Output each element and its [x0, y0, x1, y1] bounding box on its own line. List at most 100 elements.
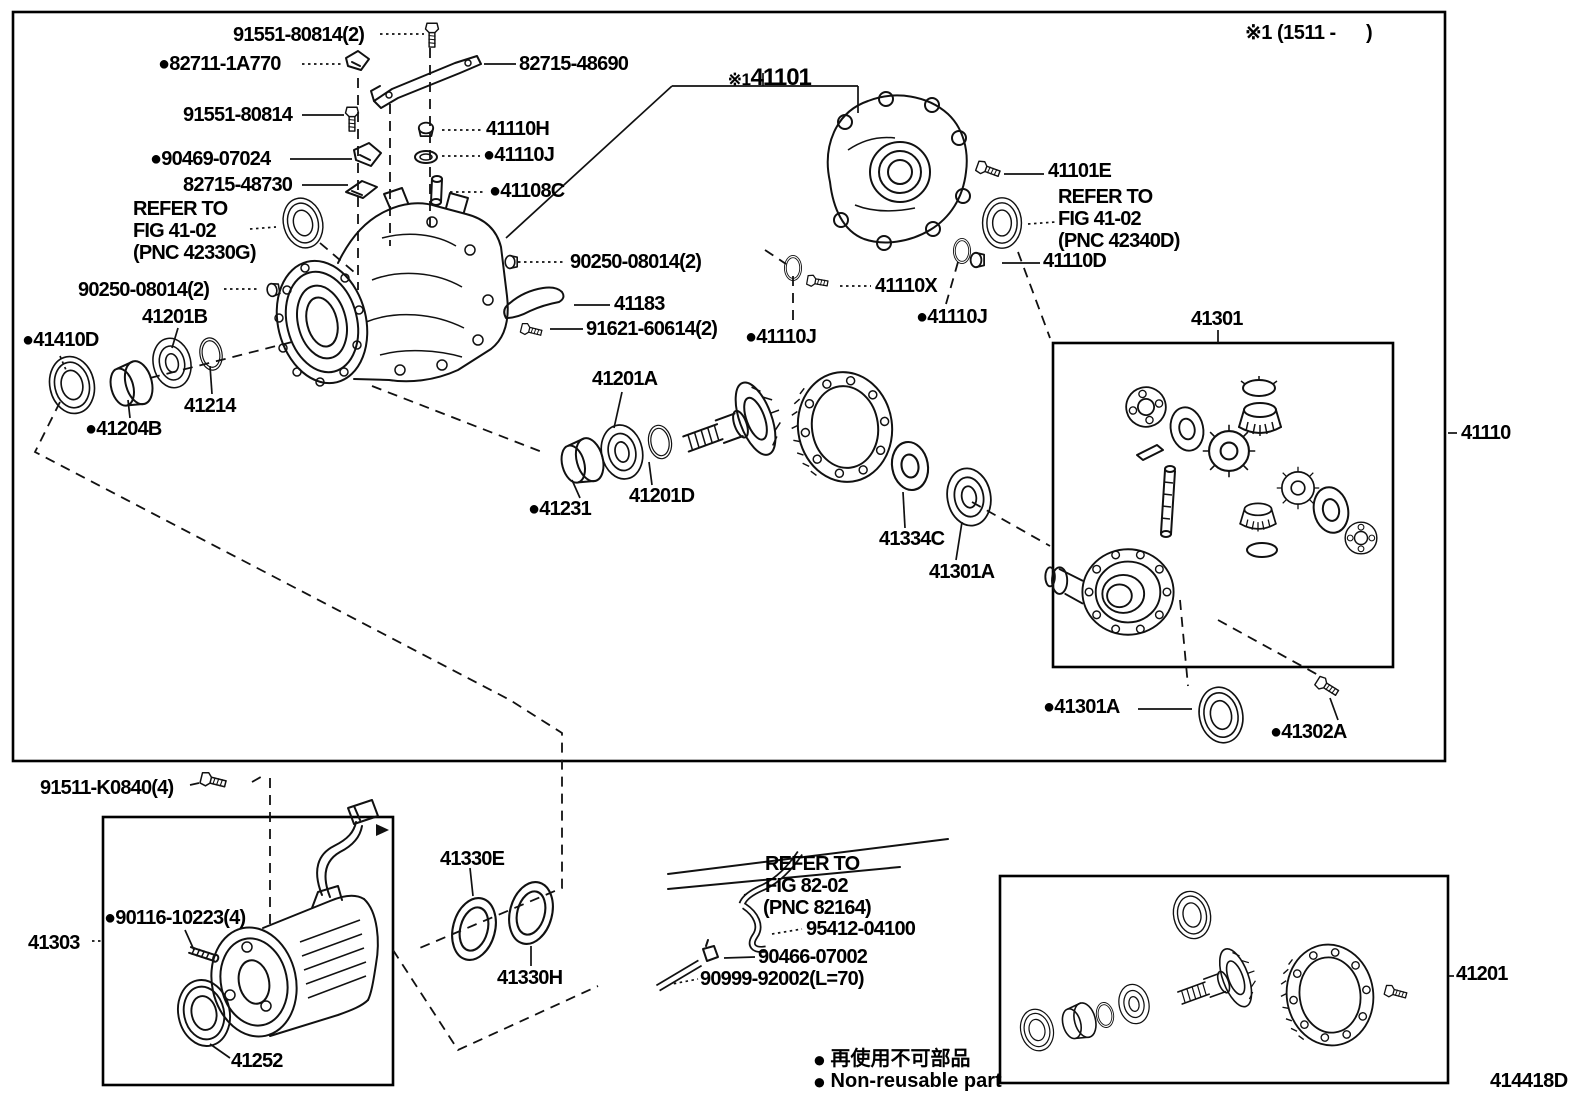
label-41204b: ●41204B: [85, 418, 162, 440]
label-41301a: 41301A: [929, 561, 995, 583]
bearing-41301a-side: [941, 463, 997, 531]
washer-41334c: [887, 438, 933, 494]
gasket-41110j-right: [953, 237, 971, 265]
legend-non-reusable-en: ● Non-reusable part: [795, 1051, 1002, 1099]
figure-code: 414418D: [1490, 1070, 1568, 1092]
oil-seal-41410d: [43, 351, 101, 419]
clamp-82711-drawing: [345, 50, 370, 71]
applicability-note: ※1 (1511 - ): [1245, 22, 1373, 44]
label-91621-60614: 91621-60614(2): [586, 318, 718, 340]
legend-jp-text: 再使用不可部品: [830, 1048, 971, 1070]
label-90116-10223: ●90116-10223(4): [104, 907, 246, 929]
bolt-91621: [519, 321, 544, 339]
label-41330e: 41330E: [440, 848, 505, 870]
drive-pinion-gear: [672, 373, 794, 481]
plug-41110x: [805, 273, 830, 290]
label-82711-1a770: ●82711-1A770: [158, 53, 281, 75]
ring: [1093, 1000, 1117, 1030]
oil-receiver-41183: [503, 286, 565, 319]
label-91511-k0840: 91511-K0840(4): [40, 777, 174, 799]
arrow-icon: [376, 824, 389, 836]
side-gear-2: [1344, 521, 1378, 555]
label-refer-to-bottom: REFER TO: [765, 853, 860, 875]
hose-clamp-90466: [702, 939, 719, 962]
bracket-82715-48730-drawing: [345, 180, 378, 199]
label-41301a-seal: ●41301A: [1043, 696, 1120, 718]
lock-pin: [1136, 444, 1164, 461]
ring-41201d: [645, 422, 675, 462]
label-41252: 41252: [231, 1050, 283, 1072]
thrust-washer: [1165, 403, 1209, 455]
oil-seal-42340d: [981, 197, 1023, 249]
label-pnc-42330g: (PNC 42330G): [133, 242, 256, 264]
label-41101e: 41101E: [1048, 160, 1112, 182]
label-41110h: 41110H: [486, 118, 550, 140]
callout-number: 41101: [750, 64, 811, 91]
pinion-gear: [1201, 423, 1257, 479]
label-pnc-82164: (PNC 82164): [763, 897, 872, 919]
assembly-callout-41101: ※141101: [710, 46, 812, 110]
drive-pinion: [1168, 941, 1266, 1028]
label-41201a: 41201A: [592, 368, 658, 390]
ring-gear-bolt: [1383, 983, 1409, 1002]
label-90250-08014-left: 90250-08014(2): [78, 279, 210, 301]
final-gear-kit-box: [998, 874, 1450, 1085]
label-41110j-right: ●41110J: [916, 306, 988, 328]
differential-case: [1044, 548, 1175, 636]
main-assembly-box: [11, 10, 1447, 763]
label-41110d: 41110D: [1043, 250, 1107, 272]
bolt-41302a: [1313, 674, 1342, 699]
bevel-gear-2: [1239, 502, 1277, 533]
side-gear: [1120, 381, 1172, 433]
differential-case-kit-drawing: [1044, 376, 1378, 636]
label-41334c: 41334C: [879, 528, 945, 550]
bolt-icon: [424, 22, 440, 48]
ring-gear: [1273, 937, 1381, 1053]
label-90469-07024: ●90469-07024: [150, 148, 271, 170]
label-82715-48690: 82715-48690: [519, 53, 629, 75]
bevel-gear: [1238, 402, 1282, 437]
label-refer-to-left: REFER TO: [133, 198, 228, 220]
gear-washer-2: [1246, 542, 1278, 558]
legend-non-reusable-jp: ● 再使用不可部品: [795, 1024, 971, 1091]
label-41214: 41214: [184, 395, 236, 417]
label-41201d: 41201D: [629, 485, 695, 507]
label-41110: 41110: [1461, 422, 1511, 444]
label-fig-41-02-right: FIG 41-02: [1058, 208, 1142, 230]
label-41201b: 41201B: [142, 306, 208, 328]
label-fig-41-02-left: FIG 41-02: [133, 220, 217, 242]
bearing-41201a: [595, 420, 649, 484]
plug-90250-mid: [504, 254, 519, 270]
breather-tube-41108c-drawing: [430, 175, 443, 206]
label-41330h: 41330H: [497, 967, 563, 989]
stud-bolt-90116: [188, 946, 220, 963]
middle-small-parts: [503, 237, 971, 339]
label-41410d: ●41410D: [22, 329, 99, 351]
seal-left: [1015, 1005, 1059, 1055]
label-pnc-42340d: (PNC 42340D): [1058, 230, 1180, 252]
label-41110j-left: ●41110J: [745, 326, 817, 348]
plug-41110d: [969, 251, 985, 269]
callout-note-prefix: ※1: [727, 70, 751, 89]
pinion-gear-2: [1275, 465, 1321, 511]
bearing-41231: [555, 434, 609, 490]
bolt-icon: [344, 106, 360, 132]
gasket-41110j-top: [414, 150, 438, 164]
diff-case-kit-box: [1051, 341, 1395, 669]
rear-cover-drawing: [826, 91, 1023, 269]
bracket-82715-48690-drawing: [370, 55, 482, 109]
mounting-hardware-cluster: [344, 22, 482, 206]
bearing-41201b: [147, 333, 197, 393]
label-41183: 41183: [614, 293, 665, 315]
label-41110j-top: ●41110J: [483, 144, 555, 166]
o-ring-41330h: [501, 876, 561, 950]
legend-en-text: Non-reusable part: [830, 1070, 1002, 1092]
snap-ring-41214: [196, 335, 226, 373]
oil-seal-41301a: [1193, 682, 1249, 748]
label-fig-82-02: FIG 82-02: [765, 875, 849, 897]
bearing-top: [1168, 887, 1216, 943]
label-41108c: ●41108C: [489, 180, 565, 202]
label-90999-92002: 90999-92002(L=70): [700, 968, 865, 990]
